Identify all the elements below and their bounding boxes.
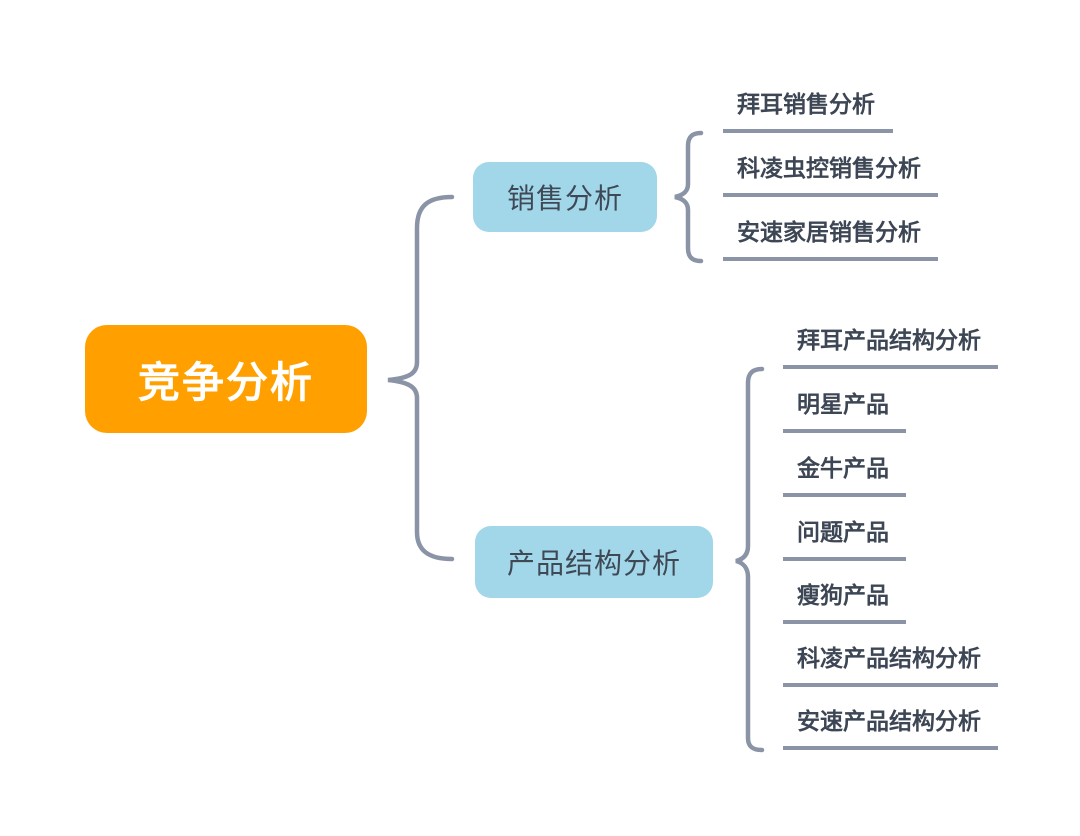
leaf-question-products[interactable]: 问题产品: [783, 520, 906, 561]
leaf-bayer-product-structure-analysis[interactable]: 拜耳产品结构分析: [783, 328, 998, 369]
root-node-label: 竞争分析: [137, 357, 314, 407]
leaf-ansu-home-sales-analysis[interactable]: 安速家居销售分析: [723, 220, 938, 261]
branch-node-label: 销售分析: [506, 182, 623, 215]
brace-root-to-branches: [387, 194, 455, 562]
leaf-star-products[interactable]: 明星产品: [783, 392, 906, 433]
leaf-dog-products[interactable]: 瘦狗产品: [783, 583, 906, 624]
leaf-cashcow-products[interactable]: 金牛产品: [783, 456, 906, 497]
leaf-ansu-product-structure-analysis[interactable]: 安速产品结构分析: [783, 709, 998, 750]
brace-branch1-to-children: [674, 130, 704, 264]
root-node-competition-analysis[interactable]: 竞争分析: [85, 325, 367, 433]
branch-node-sales-analysis[interactable]: 销售分析: [473, 162, 657, 232]
brace-branch2-to-children: [735, 366, 765, 753]
leaf-keling-pestcontrol-sales-analysis[interactable]: 科凌虫控销售分析: [723, 156, 938, 197]
leaf-keling-product-structure-analysis[interactable]: 科凌产品结构分析: [783, 646, 998, 687]
branch-node-label: 产品结构分析: [506, 547, 681, 580]
leaf-bayer-sales-analysis[interactable]: 拜耳销售分析: [723, 92, 893, 133]
branch-node-product-structure-analysis[interactable]: 产品结构分析: [475, 526, 713, 598]
